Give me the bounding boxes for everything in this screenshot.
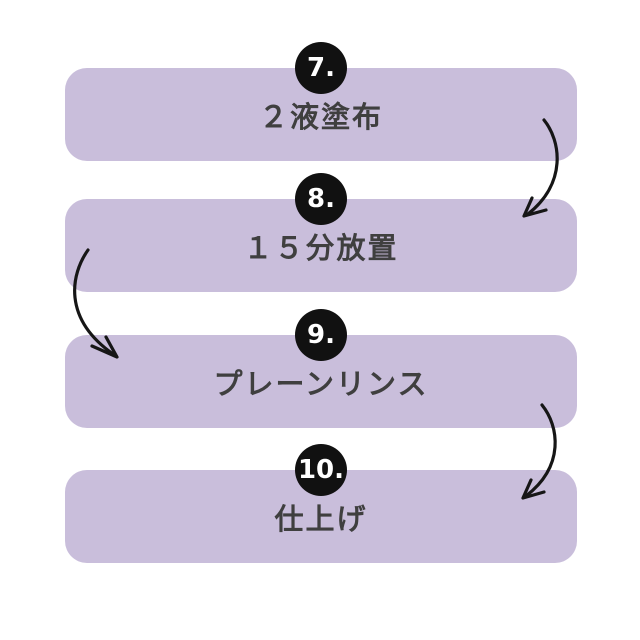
step-number-badge: 10. <box>295 444 347 496</box>
step-label: 仕上げ <box>274 501 368 536</box>
step-label: プレーンリンス <box>213 366 429 401</box>
step-number: 10. <box>297 455 345 485</box>
step-number: 8. <box>307 184 335 214</box>
step-label: ２液塗布 <box>258 99 383 134</box>
step-number-badge: 7. <box>295 42 347 94</box>
step-number-badge: 8. <box>295 173 347 225</box>
step-block-10: 10. 仕上げ <box>65 444 577 563</box>
step-label: １５分放置 <box>243 230 399 265</box>
step-number: 9. <box>307 320 335 350</box>
step-block-8: 8. １５分放置 <box>65 173 577 292</box>
step-block-9: 9. プレーンリンス <box>65 309 577 428</box>
step-block-7: 7. ２液塗布 <box>65 42 577 161</box>
step-number: 7. <box>307 53 335 83</box>
step-number-badge: 9. <box>295 309 347 361</box>
